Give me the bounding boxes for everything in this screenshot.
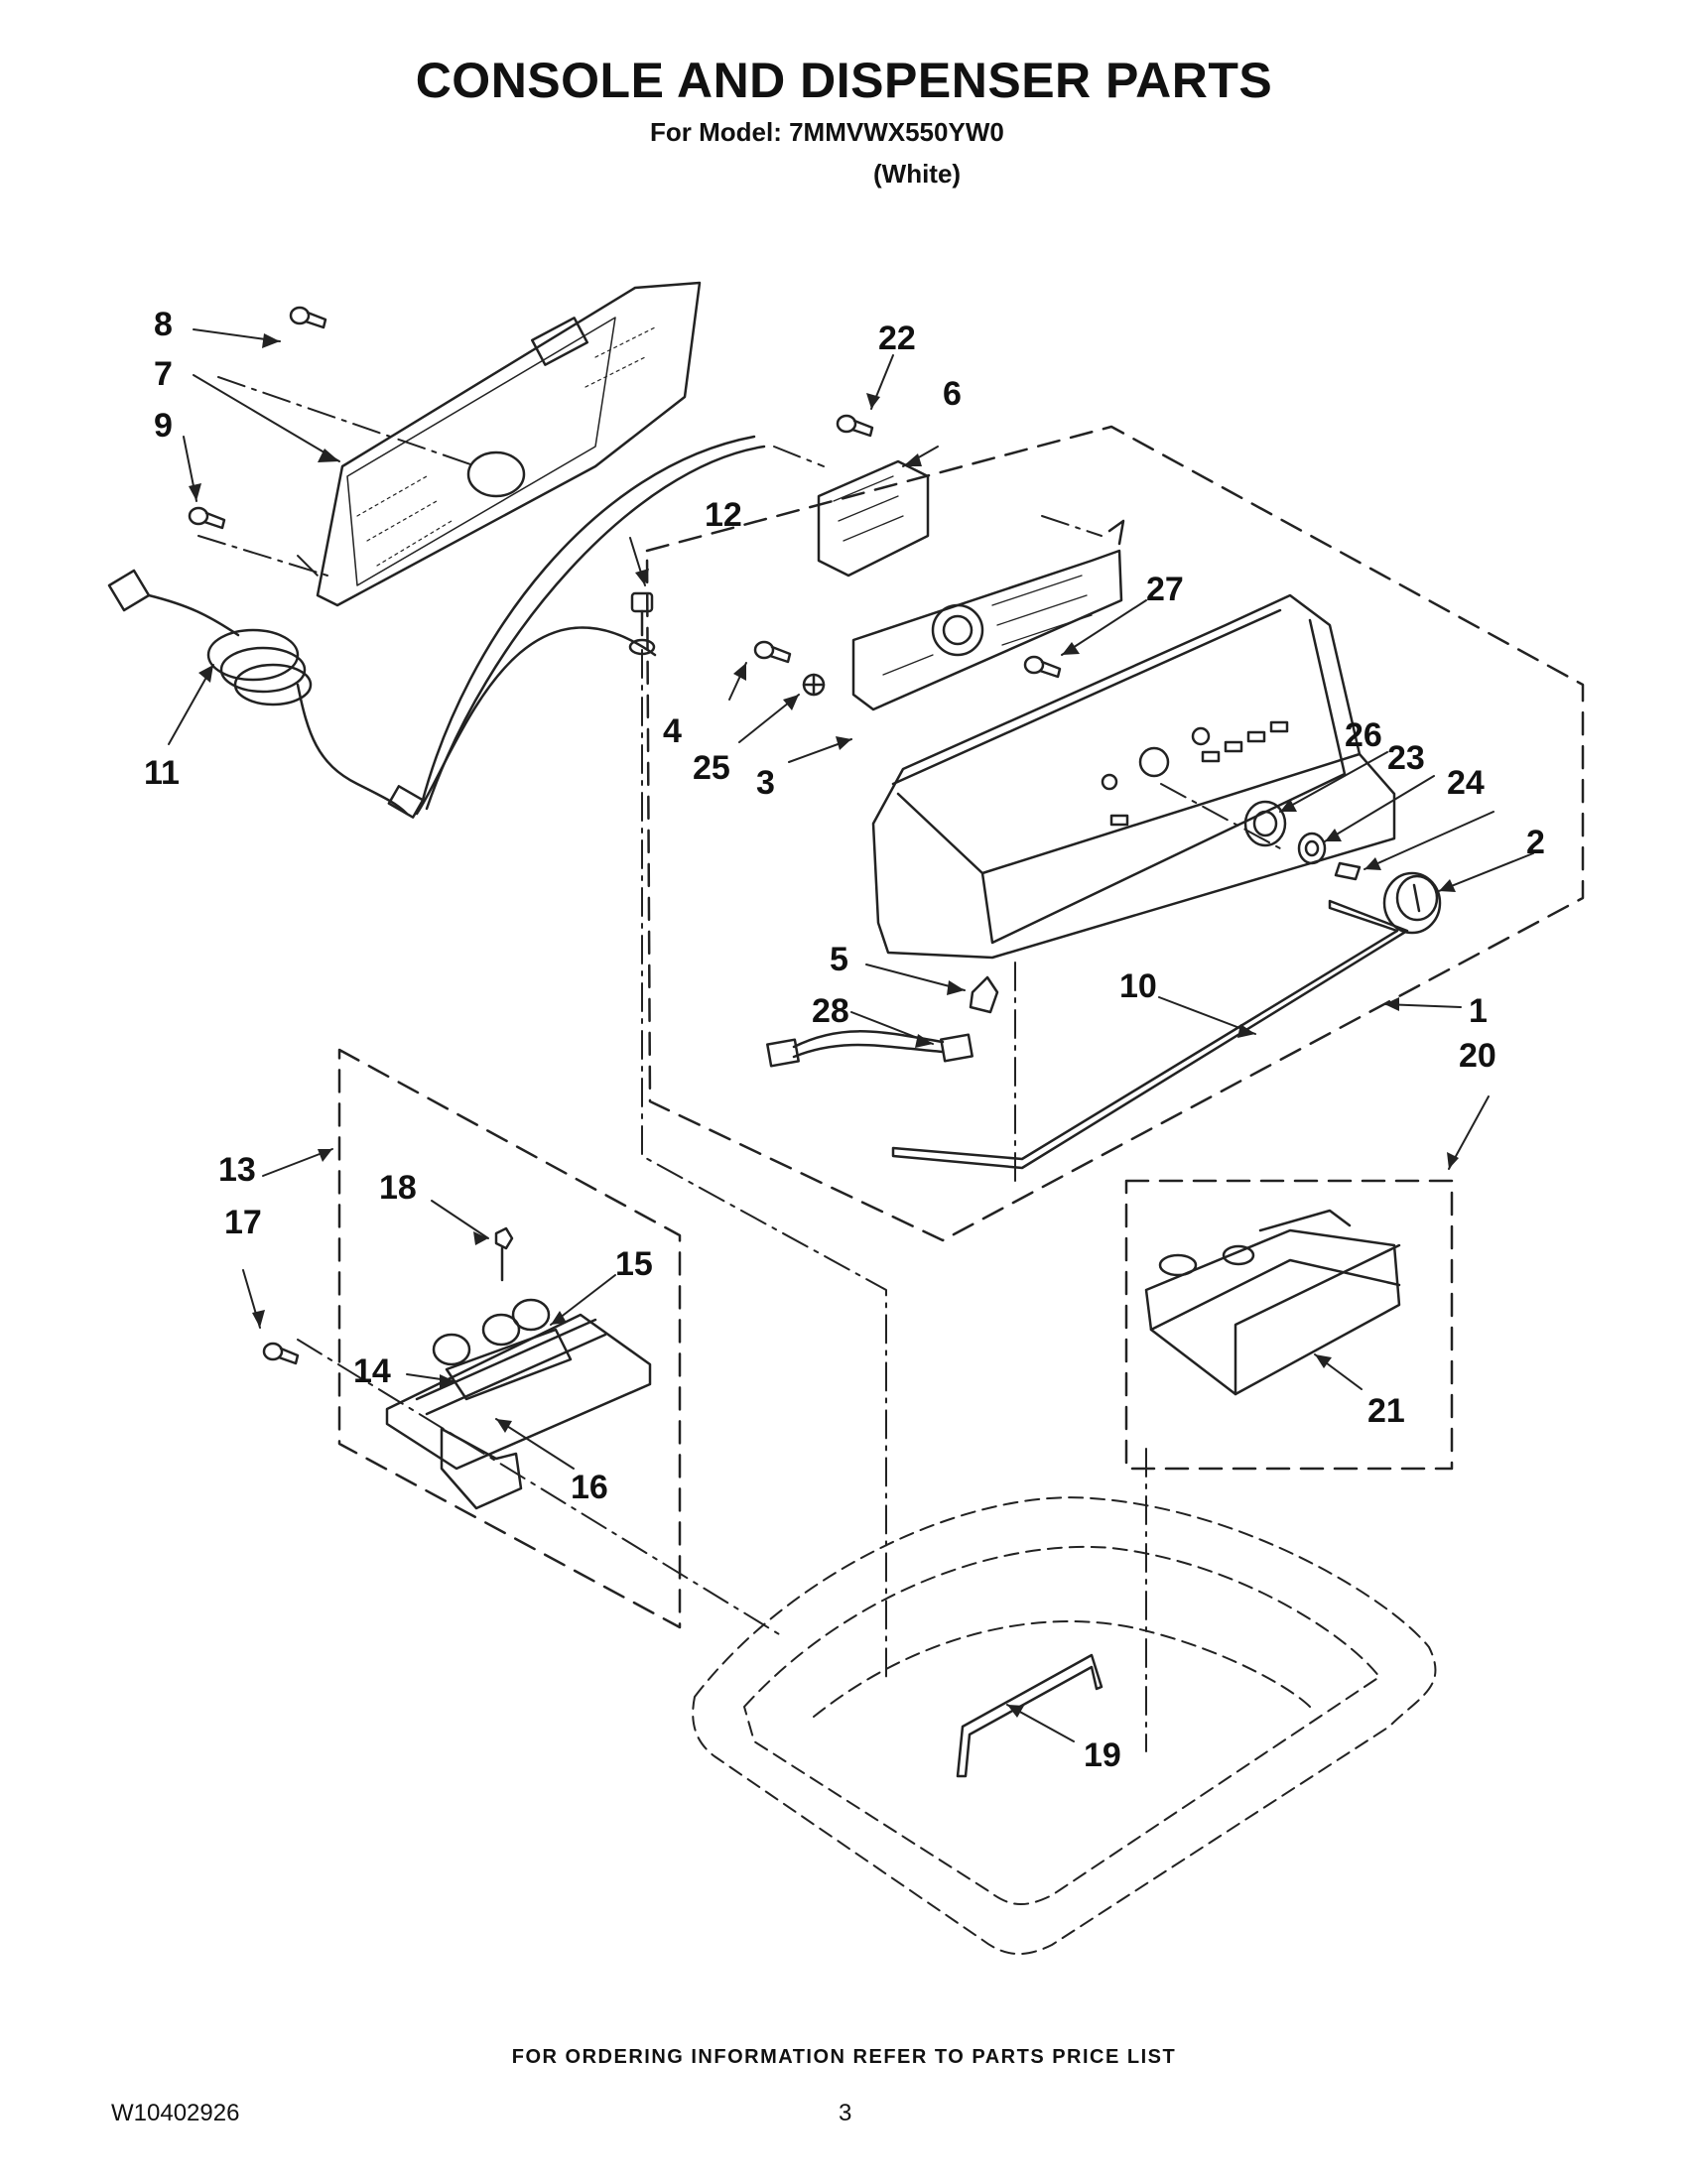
valve-group-box <box>337 1048 682 1629</box>
callout-19: 19 <box>1084 1736 1121 1774</box>
screw-22 <box>836 414 874 438</box>
callout-25: 25 <box>693 749 730 787</box>
callout-10: 10 <box>1119 967 1157 1005</box>
console-housing-part-1 <box>871 593 1396 960</box>
console-group-box <box>645 425 1585 1242</box>
screw-8 <box>289 306 327 329</box>
ring-part-23 <box>1297 832 1327 865</box>
callout-labels: 1 2 3 4 5 6 7 8 9 10 11 12 13 14 15 16 1… <box>144 306 1545 1774</box>
cabinet-top <box>692 1496 1437 1956</box>
trim-strip-part-10 <box>891 899 1409 1170</box>
callout-12: 12 <box>705 496 742 534</box>
callout-24: 24 <box>1447 764 1485 802</box>
screw-9 <box>188 506 226 530</box>
screw-18 <box>494 1226 514 1282</box>
model-line: For Model: 7MMVWX550YW0 <box>650 117 1004 147</box>
ui-board-part-3 <box>851 519 1125 711</box>
callout-21: 21 <box>1367 1392 1405 1430</box>
callout-5: 5 <box>830 941 848 978</box>
ordering-note: FOR ORDERING INFORMATION REFER TO PARTS … <box>511 2046 1177 2068</box>
valve-assembly <box>385 1298 652 1510</box>
callout-14: 14 <box>353 1352 391 1390</box>
callout-18: 18 <box>379 1169 417 1207</box>
arrowheads <box>189 333 1459 1718</box>
callout-27: 27 <box>1146 571 1184 608</box>
control-board-part-6 <box>817 459 930 578</box>
rear-panel-part-7 <box>316 281 702 607</box>
callout-26: 26 <box>1345 716 1382 754</box>
callout-28: 28 <box>812 992 849 1030</box>
callout-16: 16 <box>571 1469 608 1506</box>
callout-15: 15 <box>615 1245 653 1283</box>
hinge-part-19 <box>956 1653 1104 1778</box>
callout-3: 3 <box>756 764 775 802</box>
callout-20: 20 <box>1459 1037 1496 1075</box>
screw-27 <box>1023 655 1062 679</box>
document-number: W10402926 <box>111 2100 240 2126</box>
callout-6: 6 <box>943 375 962 413</box>
page-title: CONSOLE AND DISPENSER PARTS <box>415 53 1273 108</box>
callout-9: 9 <box>154 407 173 445</box>
harness-part-28 <box>766 1030 974 1068</box>
bezel-part-26 <box>1243 800 1287 847</box>
page-number: 3 <box>839 2100 852 2126</box>
callout-7: 7 <box>154 355 173 393</box>
color-note: (White) <box>873 159 962 189</box>
screw-17 <box>262 1342 300 1365</box>
dispenser-group-box <box>1124 1179 1454 1471</box>
callout-11: 11 <box>144 754 180 792</box>
clip-part-5 <box>969 975 999 1014</box>
callout-8: 8 <box>154 306 173 343</box>
knob-part-2 <box>1382 871 1442 935</box>
callout-13: 13 <box>218 1151 256 1189</box>
encoder-part-25 <box>802 673 826 697</box>
screw-12 <box>628 591 656 656</box>
callout-23: 23 <box>1387 739 1425 777</box>
leader-lines <box>168 328 1534 1742</box>
callout-17: 17 <box>224 1204 262 1241</box>
shaft-part-24 <box>1334 861 1362 881</box>
screw-4 <box>753 640 792 664</box>
callout-1: 1 <box>1469 992 1488 1030</box>
callout-4: 4 <box>663 712 682 750</box>
callout-22: 22 <box>878 320 916 357</box>
power-cord-part-11 <box>107 435 766 819</box>
callout-2: 2 <box>1526 824 1545 861</box>
dispenser-drawer-part-21 <box>1144 1209 1401 1396</box>
